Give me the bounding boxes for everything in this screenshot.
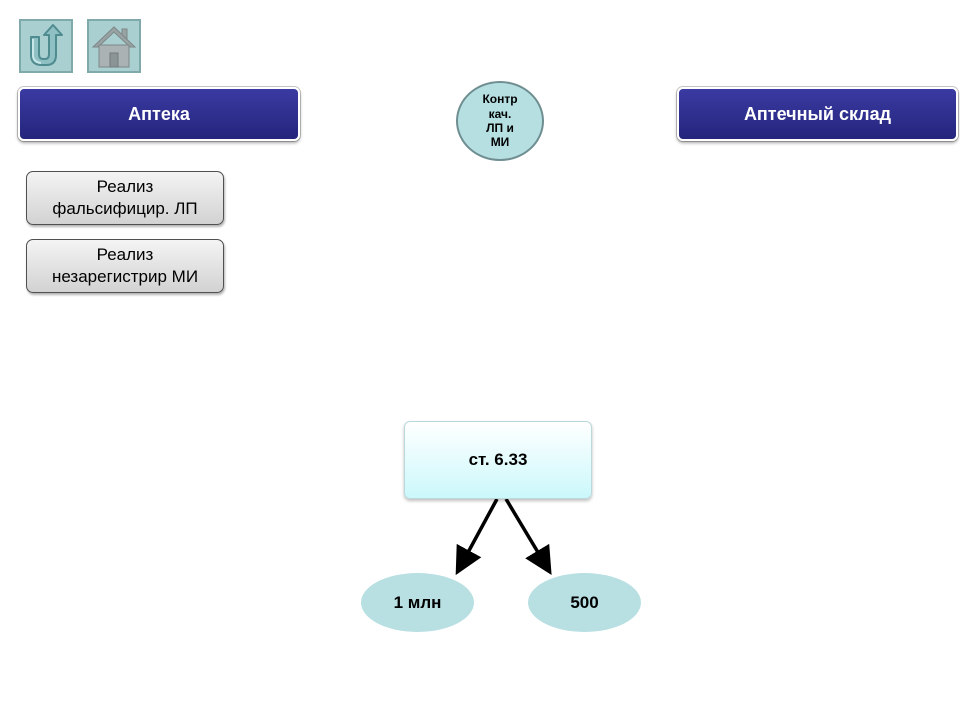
unregistered-devices-button[interactable]: Реализ незарегистрир МИ bbox=[26, 239, 224, 293]
u-turn-up-arrow-icon bbox=[30, 24, 63, 66]
pharmacy-header[interactable]: Аптека bbox=[18, 87, 300, 141]
falsified-drugs-button[interactable]: Реализ фальсифицир. ЛП bbox=[26, 171, 224, 225]
fine-amount-left-oval[interactable]: 1 млн bbox=[361, 573, 474, 632]
article-box[interactable]: ст. 6.33 bbox=[404, 421, 592, 499]
fine-amount-right-oval[interactable]: 500 bbox=[528, 573, 641, 632]
arrow-to-left-value bbox=[455, 498, 499, 576]
pharmacy-warehouse-header[interactable]: Аптечный склад bbox=[677, 87, 958, 141]
home-icon bbox=[91, 26, 137, 68]
quality-control-circle[interactable]: Контр кач. ЛП и МИ bbox=[456, 81, 544, 161]
back-button[interactable] bbox=[19, 19, 73, 73]
quality-control-label: Контр кач. ЛП и МИ bbox=[482, 92, 518, 150]
home-button[interactable] bbox=[87, 19, 141, 73]
arrow-to-right-value bbox=[504, 498, 552, 576]
